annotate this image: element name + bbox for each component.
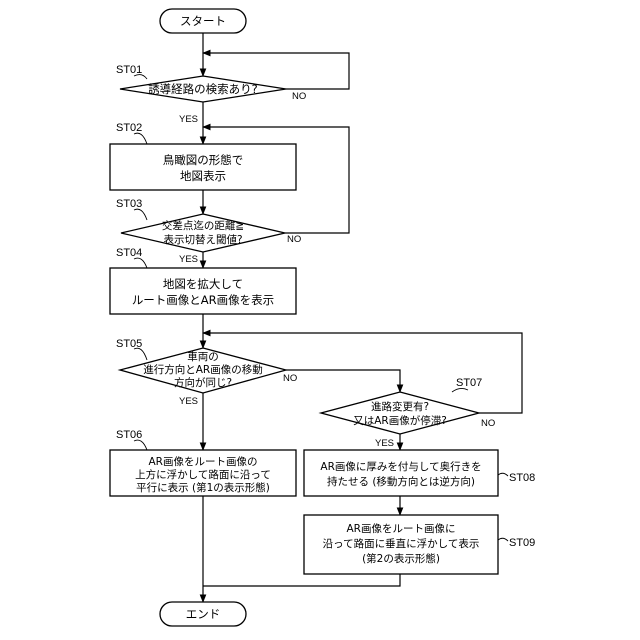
st08-process: AR画像に厚みを付与して奥行きを 持たせる (移動方向とは逆方向) ST08 [304, 450, 535, 496]
st07-text-line1: 進路変更有? [371, 400, 429, 413]
st01-decision: 誘導経路の検索あり? ST01 [116, 64, 286, 102]
start-terminal: スタート [160, 9, 246, 33]
st06-leader [134, 440, 147, 450]
st03-label: ST03 [116, 198, 142, 210]
st02-text-line2: 地図表示 [180, 169, 226, 183]
end-text: エンド [186, 607, 221, 621]
st08-label: ST08 [509, 472, 535, 484]
st01-label: ST01 [116, 64, 142, 76]
st03-text-line1: 交差点迄の距離≧ [162, 219, 244, 232]
st08-text-line1: AR画像に厚みを付与して奥行きを [320, 460, 481, 473]
st02-leader [134, 133, 147, 144]
st09-leader [498, 538, 508, 541]
st05-no-label: NO [283, 373, 297, 384]
st01-no-label: NO [292, 91, 306, 102]
st06-text-line1: AR画像をルート画像の [149, 456, 258, 468]
st07-text-line2: 又はAR画像が停滞? [353, 414, 447, 427]
st06-label: ST06 [116, 429, 142, 441]
arrow-st05-no [286, 370, 400, 392]
st09-label: ST09 [509, 537, 535, 549]
st01-yes-label: YES [179, 114, 198, 125]
st07-decision: 進路変更有? 又はAR画像が停滞? ST07 [321, 377, 482, 434]
st04-leader [134, 258, 147, 268]
st01-text: 誘導経路の検索あり? [148, 82, 258, 96]
st09-text-line3: (第2の表示形態) [362, 552, 440, 565]
st03-no-label: NO [287, 234, 301, 245]
st05-decision: 車両の 進行方向とAR画像の移動 方向が同じ? ST05 [116, 338, 286, 393]
st03-leader [134, 209, 147, 220]
st03-decision: 交差点迄の距離≧ 表示切替え閾値? ST03 [116, 198, 285, 252]
st05-text-line3: 方向が同じ? [174, 376, 232, 389]
st05-yes-label: YES [179, 396, 198, 407]
st04-text-line1: 地図を拡大して [163, 277, 243, 291]
st04-label: ST04 [116, 247, 142, 259]
st06-text-line2: 上方に浮かして路面に沿って [135, 468, 271, 481]
st06-text-line3: 平行に表示 (第1の表示形態) [136, 481, 270, 494]
st03-yes-label: YES [179, 254, 198, 265]
st08-shape [304, 450, 498, 496]
st09-text-line1: AR画像をルート画像に [347, 523, 456, 535]
st02-label: ST02 [116, 122, 142, 134]
end-terminal: エンド [160, 602, 246, 626]
st08-text-line2: 持たせる (移動方向とは逆方向) [327, 475, 475, 488]
st07-yes-label: YES [375, 438, 394, 449]
st08-leader [498, 473, 508, 476]
st03-text-line2: 表示切替え閾値? [163, 233, 242, 246]
st07-label: ST07 [456, 377, 482, 389]
st09-process: AR画像をルート画像に 沿って路面に垂直に浮かして表示 (第2の表示形態) ST… [304, 515, 535, 574]
st05-label: ST05 [116, 338, 142, 350]
st09-text-line2: 沿って路面に垂直に浮かして表示 [323, 537, 480, 550]
st05-text-line1: 車両の [187, 350, 219, 363]
start-text: スタート [180, 14, 226, 28]
st07-shape [321, 392, 479, 434]
st07-no-label: NO [481, 418, 495, 429]
st04-shape [110, 268, 296, 314]
st02-shape [110, 144, 296, 190]
st05-text-line2: 進行方向とAR画像の移動 [143, 363, 262, 376]
st04-text-line2: ルート画像とAR画像を表示 [132, 293, 274, 307]
line-st09-merge [203, 574, 400, 586]
st02-text-line1: 鳥瞰図の形態で [163, 153, 244, 167]
